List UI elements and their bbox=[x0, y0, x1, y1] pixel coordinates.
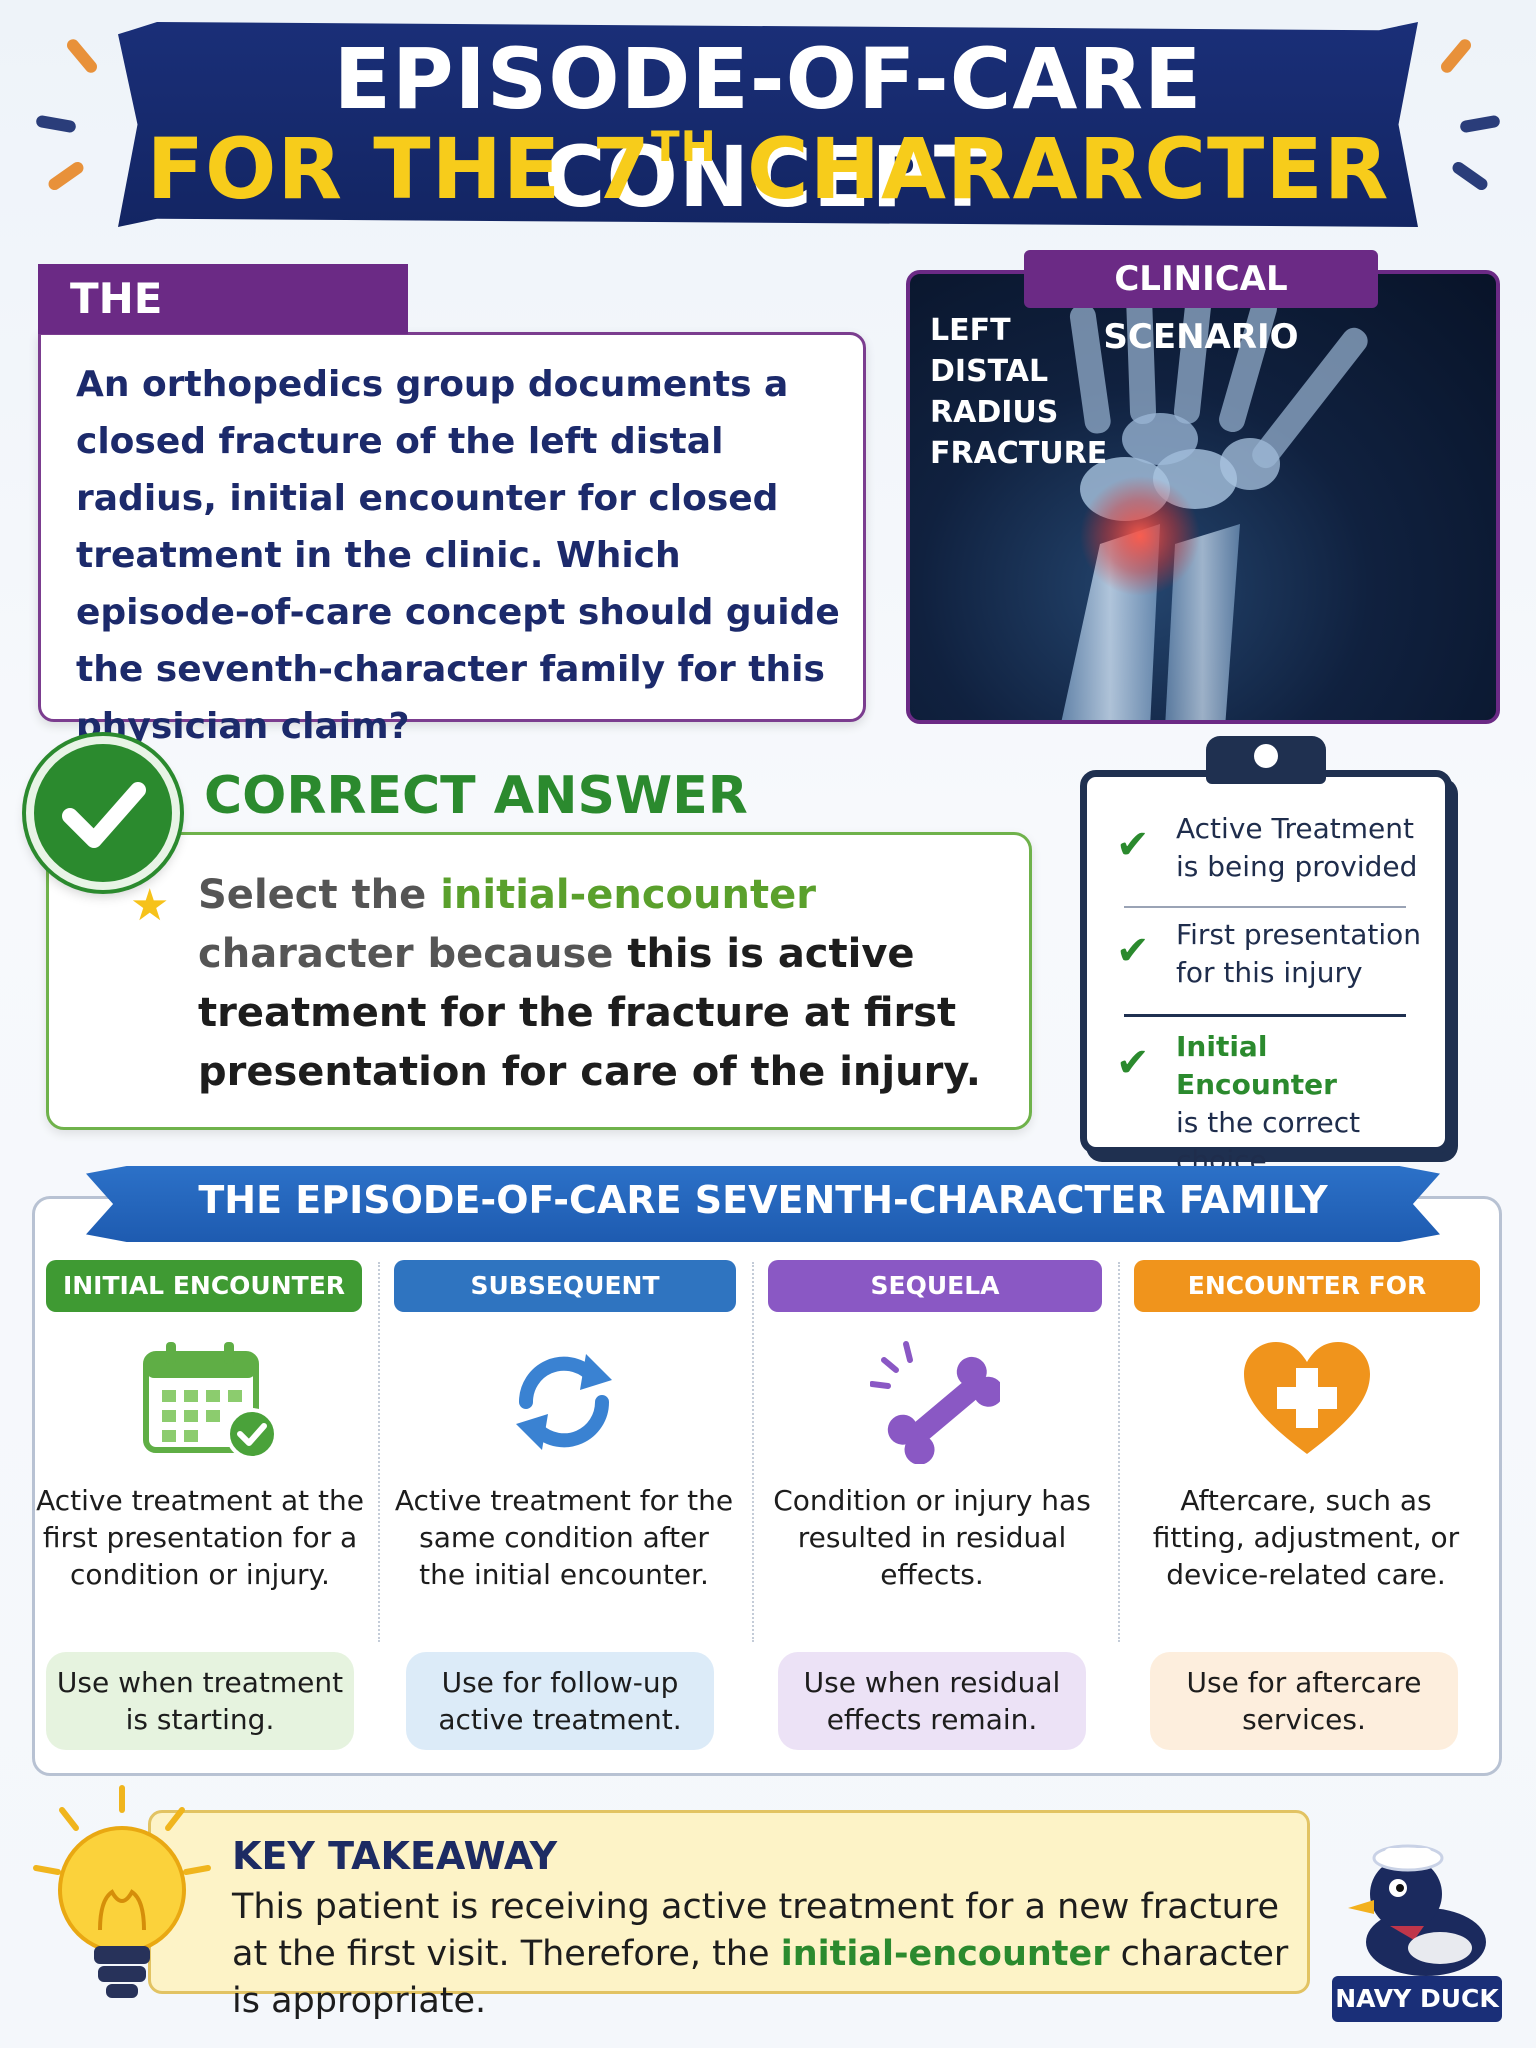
star-icon: ★ bbox=[130, 880, 170, 931]
desc-subsequent-encounter: Active treatment for the same condition … bbox=[394, 1484, 734, 1591]
checklist-text: Active Treatment is being provided bbox=[1176, 810, 1417, 886]
brand-label: NAVY DUCK bbox=[1332, 1976, 1502, 2022]
checklist-item: ✔ Active Treatment is being provided bbox=[1116, 810, 1436, 890]
duck-mascot-icon bbox=[1344, 1830, 1494, 1984]
refresh-arrows-icon bbox=[502, 1340, 626, 1468]
column-divider bbox=[752, 1262, 754, 1642]
pill-initial-encounter: Use when treatment is starting. bbox=[46, 1652, 354, 1750]
divider bbox=[1124, 906, 1406, 908]
desc-initial-encounter: Active treatment at the first presentati… bbox=[36, 1484, 364, 1591]
decorative-ray bbox=[1450, 159, 1490, 193]
correct-answer-text: Select the initial-encounter character b… bbox=[198, 872, 981, 1095]
xray-label-line: DISTAL bbox=[930, 354, 1049, 389]
clipboard-hole bbox=[1254, 744, 1278, 768]
page-title-line2: FOR THE 7TH CHARARCTER bbox=[146, 120, 1390, 218]
decorative-ray bbox=[46, 159, 86, 193]
xray-image bbox=[906, 270, 1500, 724]
checklist-line: Active Treatment bbox=[1176, 812, 1414, 845]
page-title-line1: EPISODE-OF-CARE CONCEPT bbox=[333, 30, 1203, 226]
key-takeaway-box bbox=[148, 1810, 1310, 1994]
column-divider bbox=[378, 1262, 380, 1642]
calendar-check-icon bbox=[140, 1340, 280, 1464]
tag-encounter-for-aftercare: ENCOUNTER FOR AFTERCARE bbox=[1134, 1260, 1480, 1352]
heart-plus-icon bbox=[1242, 1340, 1372, 1464]
checklist-item: ✔ First presentation for this injury bbox=[1116, 916, 1436, 996]
pill-sequela: Use when residual effects remain. bbox=[778, 1652, 1086, 1750]
lightbulb-icon bbox=[22, 1780, 222, 2034]
xray-label-line: LEFT bbox=[930, 313, 1011, 348]
check-icon: ✔ bbox=[1116, 928, 1150, 974]
checklist-line: Initial Encounter bbox=[1176, 1030, 1337, 1101]
tag-sequela: SEQUELA bbox=[768, 1260, 1102, 1312]
decorative-ray bbox=[64, 36, 100, 76]
divider bbox=[1124, 1014, 1406, 1017]
key-takeaway-text: This patient is receiving active treatme… bbox=[232, 1887, 1289, 2021]
answer-box bbox=[46, 832, 1032, 1130]
decorative-ray bbox=[1459, 114, 1501, 134]
question-text: An orthopedics group documents a closed … bbox=[76, 364, 840, 747]
xray-label-line: FRACTURE bbox=[930, 436, 1108, 471]
checklist-text: First presentation for this injury bbox=[1176, 916, 1421, 992]
wrist-xray-illustration bbox=[1061, 274, 1368, 720]
check-circle-icon bbox=[26, 736, 180, 890]
xray-label-line: RADIUS bbox=[930, 395, 1059, 430]
checklist-item: ✔ Initial Encounter is the correct choic… bbox=[1116, 1028, 1436, 1177]
xray-label: LEFT DISTAL RADIUS FRACTURE bbox=[930, 310, 1130, 474]
decorative-ray bbox=[1438, 36, 1474, 76]
tag-initial-encounter: INITIAL ENCOUNTER bbox=[46, 1260, 362, 1312]
checklist-line: is being provided bbox=[1176, 850, 1418, 883]
column-divider bbox=[1118, 1262, 1120, 1642]
title-banner bbox=[118, 22, 1418, 227]
question-box bbox=[38, 332, 866, 722]
checklist-line: First presentation bbox=[1176, 918, 1422, 951]
pill-subsequent-encounter: Use for follow-up active treatment. bbox=[406, 1652, 714, 1750]
pill-encounter-for-aftercare: Use for aftercare services. bbox=[1150, 1652, 1458, 1750]
family-banner bbox=[86, 1166, 1440, 1242]
checklist-text: Initial Encounter is the correct choice bbox=[1176, 1028, 1436, 1180]
question-tag: THE QUESTION bbox=[38, 264, 408, 393]
family-title: THE EPISODE-OF-CARE SEVENTH-CHARACTER FA… bbox=[198, 1178, 1328, 1222]
correct-answer-title: CORRECT ANSWER bbox=[204, 766, 748, 826]
bone-icon bbox=[869, 1340, 1004, 1468]
clinical-scenario-tag: CLINICAL SCENARIO bbox=[1024, 250, 1378, 357]
key-takeaway-title: KEY TAKEAWAY bbox=[232, 1834, 558, 1878]
checklist-line: for this injury bbox=[1176, 956, 1363, 989]
check-icon: ✔ bbox=[1116, 1040, 1150, 1086]
desc-sequela: Condition or injury has resulted in resi… bbox=[773, 1484, 1091, 1591]
decorative-ray bbox=[35, 114, 77, 134]
desc-encounter-for-aftercare: Aftercare, such as fitting, adjustment, … bbox=[1152, 1484, 1460, 1591]
checkmark-icon bbox=[62, 782, 146, 848]
tag-subsequent-encounter: SUBSEQUENT ENCOUNTER bbox=[394, 1260, 736, 1352]
check-icon: ✔ bbox=[1116, 822, 1150, 868]
